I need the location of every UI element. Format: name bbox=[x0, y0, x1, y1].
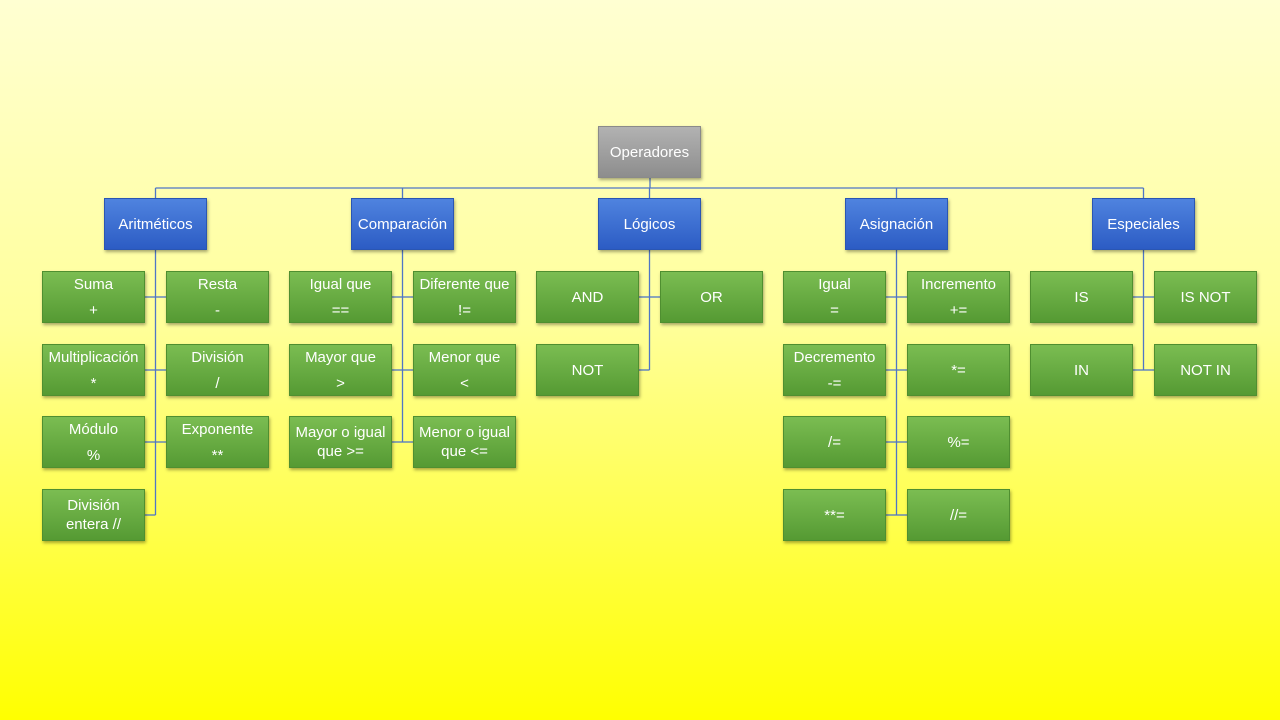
operator-node-comparacion: Mayor que > bbox=[289, 344, 392, 396]
category-label: Aritméticos bbox=[118, 215, 193, 233]
operator-name: AND bbox=[571, 288, 604, 306]
operator-symbol: += bbox=[949, 301, 968, 319]
operator-node-logicos: OR bbox=[660, 271, 763, 323]
operator-name: Igual que bbox=[309, 275, 372, 293]
operator-node-asignacion: //= bbox=[907, 489, 1010, 541]
operator-symbol: ** bbox=[211, 446, 224, 464]
operator-node-asignacion: Incremento += bbox=[907, 271, 1010, 323]
category-label: Comparación bbox=[357, 215, 448, 233]
operator-node-comparacion: Menor que < bbox=[413, 344, 516, 396]
operator-node-especiales: NOT IN bbox=[1154, 344, 1257, 396]
operator-name: Exponente bbox=[181, 420, 254, 438]
operator-symbol: * bbox=[90, 374, 97, 392]
operator-symbol: = bbox=[830, 301, 839, 319]
root-label: Operadores bbox=[609, 143, 690, 161]
operator-name: IS bbox=[1074, 288, 1089, 306]
operator-symbol: / bbox=[215, 374, 220, 392]
operator-node-especiales: IS bbox=[1030, 271, 1133, 323]
operator-name: Multiplicación bbox=[48, 348, 139, 366]
operator-name: División bbox=[191, 348, 244, 366]
operator-symbol: % bbox=[86, 446, 101, 464]
operator-name: OR bbox=[700, 288, 723, 306]
operator-symbol: -= bbox=[827, 374, 842, 392]
operator-node-aritmeticos: Multiplicación * bbox=[42, 344, 145, 396]
operator-node-comparacion: Menor o igual que <= bbox=[413, 416, 516, 468]
operator-name: Igual bbox=[818, 275, 851, 293]
category-node-logicos: Lógicos bbox=[598, 198, 701, 250]
operator-name: NOT IN bbox=[1180, 361, 1231, 379]
operator-symbol: - bbox=[215, 301, 220, 319]
operator-symbol: != bbox=[458, 301, 471, 319]
operator-node-asignacion: **= bbox=[783, 489, 886, 541]
operator-name: **= bbox=[824, 506, 845, 524]
operator-name: IS NOT bbox=[1180, 288, 1231, 306]
operator-name: Resta bbox=[197, 275, 238, 293]
category-node-asignacion: Asignación bbox=[845, 198, 948, 250]
operator-symbol: > bbox=[336, 374, 345, 392]
operator-symbol: entera // bbox=[65, 516, 122, 533]
category-label: Lógicos bbox=[623, 215, 676, 233]
operator-name: División bbox=[67, 497, 120, 514]
operator-symbol: < bbox=[460, 374, 469, 392]
operator-name: //= bbox=[949, 506, 968, 524]
operator-symbol: que >= bbox=[317, 443, 364, 460]
category-node-aritmeticos: Aritméticos bbox=[104, 198, 207, 250]
category-label: Especiales bbox=[1107, 215, 1180, 233]
operator-name: /= bbox=[828, 433, 841, 451]
operator-node-aritmeticos: Módulo% bbox=[42, 416, 145, 468]
operator-node-aritmeticos: Resta - bbox=[166, 271, 269, 323]
operator-node-asignacion: Decremento -= bbox=[783, 344, 886, 396]
operator-node-asignacion: Igual = bbox=[783, 271, 886, 323]
operator-name: Incremento bbox=[920, 275, 997, 293]
root-node-operadores: Operadores bbox=[598, 126, 701, 178]
operator-name: Diferente que bbox=[419, 275, 510, 293]
operator-node-aritmeticos: Exponente ** bbox=[166, 416, 269, 468]
operator-node-logicos: AND bbox=[536, 271, 639, 323]
operator-node-asignacion: /= bbox=[783, 416, 886, 468]
operator-name: Módulo bbox=[68, 420, 119, 438]
operator-name: Decremento bbox=[793, 348, 876, 366]
operator-name: Suma bbox=[73, 275, 114, 293]
operator-symbol: que <= bbox=[441, 443, 488, 460]
operator-name: Mayor o igual bbox=[295, 424, 386, 441]
operator-node-logicos: NOT bbox=[536, 344, 639, 396]
operator-node-asignacion: %= bbox=[907, 416, 1010, 468]
operator-node-aritmeticos: División entera // bbox=[42, 489, 145, 541]
operator-name: Menor que bbox=[428, 348, 501, 366]
category-node-especiales: Especiales bbox=[1092, 198, 1195, 250]
operator-node-asignacion: *= bbox=[907, 344, 1010, 396]
category-label: Asignación bbox=[859, 215, 934, 233]
operator-node-comparacion: Mayor o igual que >= bbox=[289, 416, 392, 468]
operator-symbol: == bbox=[331, 301, 350, 319]
operator-name: %= bbox=[947, 433, 970, 451]
operator-node-comparacion: Diferente que != bbox=[413, 271, 516, 323]
operator-name: IN bbox=[1074, 361, 1089, 379]
operator-node-especiales: IS NOT bbox=[1154, 271, 1257, 323]
operator-node-especiales: IN bbox=[1030, 344, 1133, 396]
operator-node-comparacion: Igual que == bbox=[289, 271, 392, 323]
operator-name: *= bbox=[951, 361, 966, 379]
operator-node-aritmeticos: División / bbox=[166, 344, 269, 396]
operator-name: Mayor que bbox=[305, 348, 376, 366]
operator-node-aritmeticos: Suma + bbox=[42, 271, 145, 323]
operator-symbol: + bbox=[89, 301, 98, 319]
operator-name: NOT bbox=[571, 361, 604, 379]
category-node-comparacion: Comparación bbox=[351, 198, 454, 250]
operator-name: Menor o igual bbox=[419, 424, 510, 441]
